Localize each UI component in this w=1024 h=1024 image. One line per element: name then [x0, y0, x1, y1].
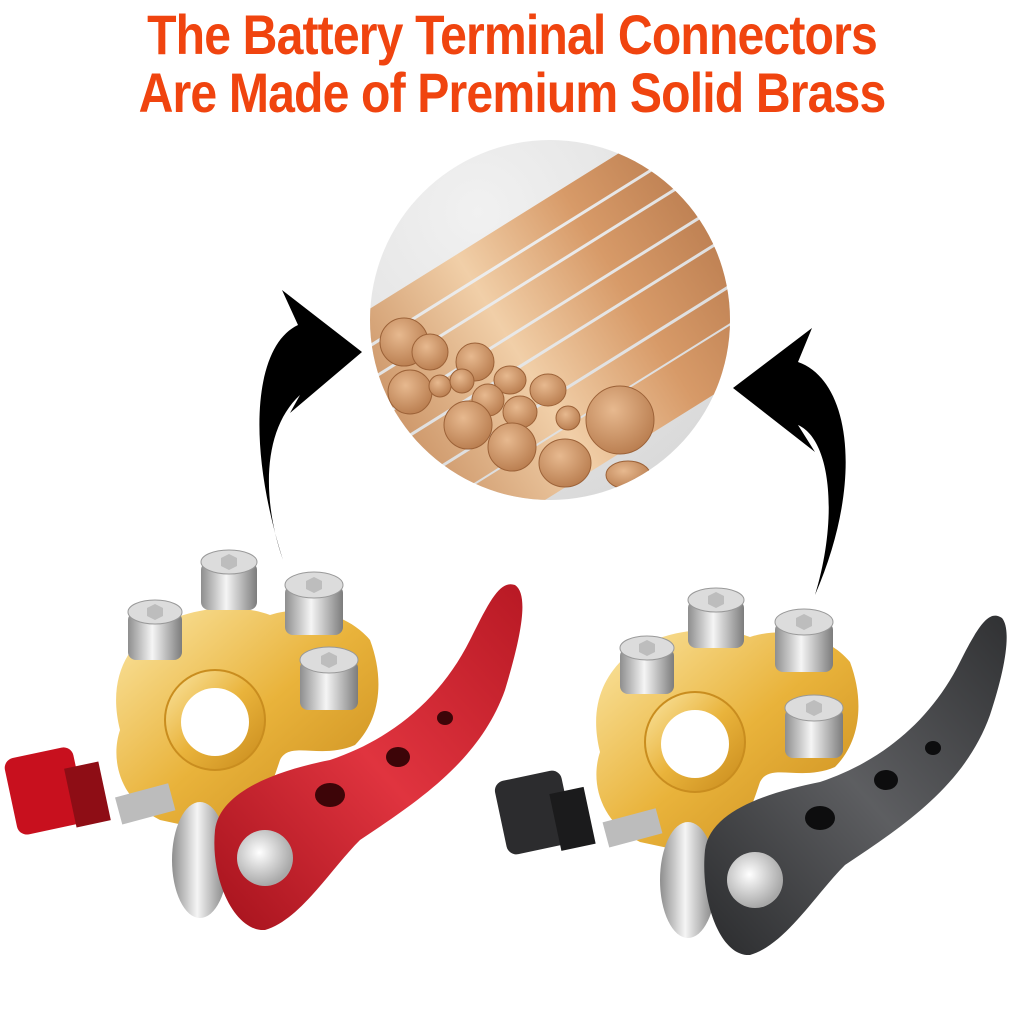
red-terminal — [4, 549, 523, 931]
brass-rods-image — [370, 140, 730, 500]
headline-line-1: The Battery Terminal Connectors — [147, 3, 878, 66]
arrow-left-icon — [259, 290, 362, 560]
headline-line-2: Are Made of Premium Solid Brass — [138, 61, 887, 124]
headline: The Battery Terminal Connectors Are Made… — [72, 6, 953, 122]
arrow-right-icon — [733, 328, 846, 595]
black-terminal — [494, 587, 1007, 956]
